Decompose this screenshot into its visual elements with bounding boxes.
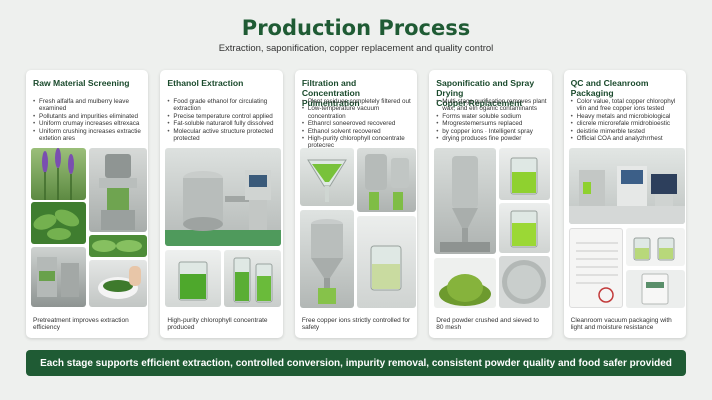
bullet-item: Color value, total copper chlorophyl vli… bbox=[571, 98, 681, 113]
bullet-item: clicrele microrefale rmidrobioestic bbox=[571, 120, 681, 128]
green-liquid-beaker-photo bbox=[499, 148, 551, 200]
bullet-item: Ethanrcl soneeroved recovered bbox=[302, 120, 412, 128]
bullet-item: Forms water soluble sodium bbox=[436, 113, 546, 121]
card-footer: Cleanroom vacuum packaging with light an… bbox=[570, 316, 672, 332]
bullet-item: deistirie mimerble tested bbox=[571, 128, 681, 136]
bullet-item: Plant residues completely filtered out bbox=[302, 98, 412, 106]
page-title: Production Process bbox=[241, 16, 471, 40]
bullet-list: Color value, total copper chlorophyl vli… bbox=[571, 98, 681, 143]
filter-funnel-photo bbox=[299, 148, 354, 206]
card-title-main: Saponificatio and Spray Drying bbox=[436, 78, 535, 98]
card-qc-cleanroom-packaging: QC and Cleanroom Packaging Color value, … bbox=[563, 70, 687, 338]
card-raw-material-screening: Raw Material Screening Fresh alfalfa and… bbox=[26, 70, 149, 338]
bullet-item: Uniform crumay increases eltrexaca bbox=[33, 120, 143, 128]
card-footer: Free copper ions strictly controlled for… bbox=[301, 316, 411, 332]
bullet-list: Fresh alfalfa and mulberry leave examine… bbox=[33, 98, 143, 142]
crushing-machine-photo bbox=[31, 247, 86, 307]
vacuum-bag-photo bbox=[625, 270, 685, 308]
sample-bottles-photo bbox=[625, 228, 685, 266]
bullet-item: Mrogrestemersums replaced bbox=[436, 120, 546, 128]
bullet-item: Ethanol solvent recovered bbox=[302, 128, 412, 136]
bullet-item: Fat-soluble naturaroll fully dissolved bbox=[167, 120, 277, 128]
card-title: Raw Material Screening bbox=[33, 78, 130, 88]
bullet-item: Heavy metals and microbiological bbox=[571, 113, 681, 121]
green-liquid-beaker-2-photo bbox=[499, 203, 551, 253]
spray-dryer-photo bbox=[434, 148, 497, 254]
bullet-item: Molecular active structure protected pro… bbox=[167, 128, 277, 143]
sieve-photo bbox=[499, 256, 551, 308]
mulberry-leaves-photo bbox=[89, 235, 147, 257]
card-footer: High-purity chlorophyll concentrate prod… bbox=[167, 316, 268, 332]
bullet-item: Uniform crushing increases extractie ext… bbox=[33, 128, 143, 143]
card-title: QC and Cleanroom Packaging bbox=[570, 78, 649, 98]
bullet-item: drying produces fine powder bbox=[436, 135, 546, 143]
summary-banner: Each stage supports efficient extraction… bbox=[26, 350, 686, 376]
extraction-tank-photo bbox=[165, 148, 282, 246]
bullet-list: Plant residues completely filtered out L… bbox=[302, 98, 412, 150]
card-footer: Pretreatment improves extraction efficie… bbox=[33, 316, 129, 332]
lavender-photo bbox=[31, 148, 86, 200]
page-subtitle: Extraction, saponification, copper repla… bbox=[218, 43, 494, 54]
bullet-item: Fresh alfalfa and mulberry leave examine… bbox=[33, 98, 143, 113]
vacuum-tank-photo bbox=[299, 210, 354, 308]
bullet-item: Precise temperature control applied bbox=[167, 113, 277, 121]
lab-instruments-photo bbox=[568, 148, 685, 224]
concentrator-photo bbox=[356, 148, 416, 212]
card-footer: Dred powder crushed and sieved to 80 mes… bbox=[436, 316, 539, 332]
concentrate-beaker-photo bbox=[356, 216, 416, 308]
process-cards: Raw Material Screening Fresh alfalfa and… bbox=[26, 70, 687, 338]
hand-bowl-photo bbox=[89, 260, 147, 307]
card-title: Ethanol Extraction bbox=[167, 78, 244, 88]
bullet-list: Multi-stage purification removes plant w… bbox=[436, 98, 546, 143]
green-powder-photo bbox=[434, 258, 497, 308]
bullet-item: Official COA and analyzhrrhest bbox=[571, 135, 681, 143]
card-ethanol-extraction: Ethanol Extraction Food grade ethanol fo… bbox=[160, 70, 283, 338]
bullet-item: High-purity chlorophyll concentrate prot… bbox=[302, 135, 412, 150]
bullet-list: Food grade ethanol for circulating extra… bbox=[167, 98, 277, 142]
coa-document-photo bbox=[568, 228, 623, 308]
green-beaker-photo bbox=[165, 250, 222, 307]
bullet-item: Low-temperature vacuum concentration bbox=[302, 105, 412, 120]
green-leaves-photo bbox=[31, 202, 86, 244]
card-title-main: Filtration and Concentration bbox=[301, 78, 361, 98]
bullet-item: Food grade ethanol for circulating extra… bbox=[167, 98, 277, 113]
bullet-item: Multi-stage purification removes plant w… bbox=[436, 98, 546, 113]
bullet-item: by copper ions · Intelligent spray bbox=[436, 128, 546, 136]
bullet-item: Pollutants and impurities eliminated bbox=[33, 113, 143, 121]
washing-machine-photo bbox=[89, 148, 147, 232]
green-flasks-photo bbox=[224, 250, 282, 307]
